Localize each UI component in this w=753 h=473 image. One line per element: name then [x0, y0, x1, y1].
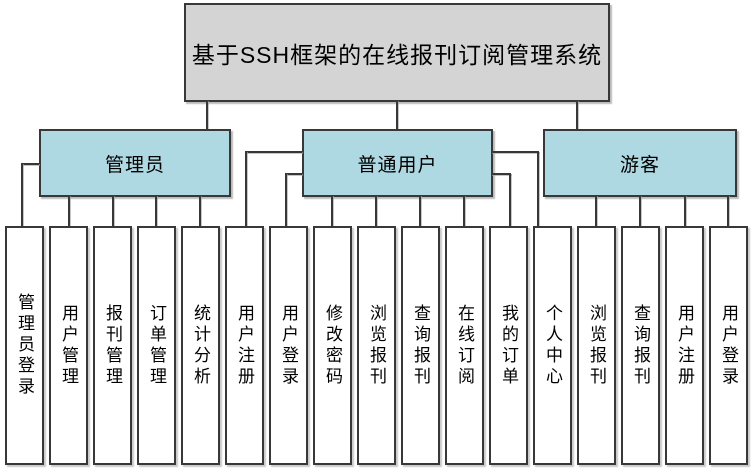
leaf-change-password: 修改密码 [313, 226, 352, 465]
leaf-label: 浏览报刊 [367, 303, 386, 388]
leaf-personal-center: 个人中心 [533, 226, 572, 465]
leaf-label: 用户注册 [675, 303, 694, 388]
role-label-admin: 管理员 [104, 154, 165, 176]
leaf-label: 浏览报刊 [587, 303, 606, 388]
leaf-label: 用户管理 [59, 303, 78, 388]
leaf-guest-search-periodicals: 查询报刊 [621, 226, 660, 465]
leaf-label: 订单管理 [147, 303, 166, 388]
connector-line [509, 173, 511, 227]
connector-line [199, 195, 201, 227]
leaf-browse-periodicals: 浏览报刊 [357, 226, 396, 465]
root-title-box: 基于SSH框架的在线报刊订阅管理系统 [184, 3, 610, 102]
leaf-label: 统计分析 [191, 303, 210, 388]
connector-line [245, 151, 302, 153]
connector-line [576, 100, 578, 130]
leaf-label: 查询报刊 [411, 303, 430, 388]
leaf-label: 用户注册 [235, 303, 254, 388]
connector-line [537, 151, 539, 227]
leaf-label: 查询报刊 [631, 303, 650, 388]
connector-line [68, 195, 70, 227]
connector-line [491, 173, 511, 175]
connector-line [463, 195, 465, 227]
leaf-online-subscribe: 在线订阅 [445, 226, 484, 465]
connector-line [727, 195, 729, 227]
leaf-order-management: 订单管理 [137, 226, 176, 465]
connector-line [639, 195, 641, 227]
leaf-guest-user-login: 用户登录 [709, 226, 748, 465]
leaf-label: 报刊管理 [103, 303, 122, 388]
leaf-guest-user-register: 用户注册 [665, 226, 704, 465]
connector-line [375, 195, 377, 227]
leaf-label: 在线订阅 [455, 303, 474, 388]
connector-line [112, 195, 114, 227]
leaf-label: 管理员登录 [15, 293, 34, 398]
connector-line [331, 195, 333, 227]
leaf-my-orders: 我的订单 [489, 226, 528, 465]
leaf-label: 个人中心 [543, 303, 562, 388]
leaf-periodical-management: 报刊管理 [93, 226, 132, 465]
connector-line [206, 100, 208, 130]
connector-line [21, 163, 23, 227]
leaf-label: 用户登录 [279, 303, 298, 388]
leaf-user-login: 用户登录 [269, 226, 308, 465]
leaf-label: 修改密码 [323, 303, 342, 388]
leaf-label: 用户登录 [719, 303, 738, 388]
leaf-guest-browse-periodicals: 浏览报刊 [577, 226, 616, 465]
leaf-admin-login: 管理员登录 [5, 226, 44, 465]
role-label-guest: 游客 [619, 154, 660, 176]
leaf-label: 我的订单 [499, 303, 518, 388]
leaf-user-register: 用户注册 [225, 226, 264, 465]
connector-line [491, 151, 539, 153]
role-box-admin: 管理员 [39, 129, 231, 197]
connector-line [396, 100, 398, 130]
connector-line [285, 173, 302, 175]
leaf-statistics-analysis: 统计分析 [181, 226, 220, 465]
role-box-regular-user: 普通用户 [302, 129, 493, 197]
connector-line [155, 195, 157, 227]
connector-line [419, 195, 421, 227]
leaf-search-periodicals: 查询报刊 [401, 226, 440, 465]
connector-line [21, 163, 39, 165]
connector-line [245, 151, 247, 227]
connector-line [684, 195, 686, 227]
leaf-user-management: 用户管理 [49, 226, 88, 465]
role-label-regular-user: 普通用户 [357, 154, 438, 176]
connector-line [595, 195, 597, 227]
connector-line [285, 173, 287, 227]
diagram-title: 基于SSH框架的在线报刊订阅管理系统 [191, 41, 603, 68]
role-box-guest: 游客 [543, 129, 737, 197]
